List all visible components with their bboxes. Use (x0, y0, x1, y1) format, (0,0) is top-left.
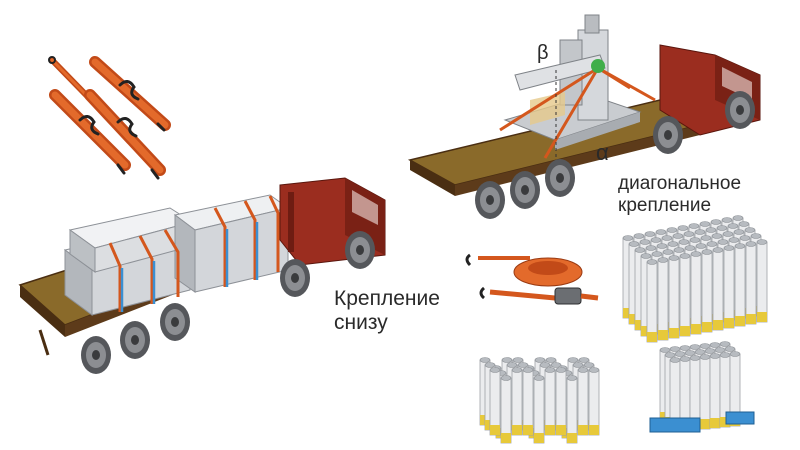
tube-icon (690, 251, 702, 335)
tube-bundle-large (622, 215, 768, 343)
tube-icon (745, 241, 757, 325)
bottom-label-line1: Крепление (334, 287, 440, 310)
tube-icon (712, 247, 724, 331)
tube-icon (544, 367, 556, 436)
support-beam-icon (649, 417, 701, 433)
tube-icon (577, 367, 589, 436)
strap-roll-icon (465, 253, 583, 287)
truck-diagonal-lashing (407, 14, 761, 219)
tube-icon (533, 375, 545, 444)
tube-icon (756, 239, 768, 323)
truck-bottom-lashing (18, 177, 386, 374)
tube-icon (489, 367, 501, 436)
ratchet-strap-icon (89, 56, 171, 132)
ratchet-strap-icon (49, 89, 131, 175)
tube-icon (734, 243, 746, 327)
tube-icon (657, 257, 669, 341)
tube-bundle-supported (649, 341, 755, 433)
tube-icon (566, 375, 578, 444)
bottom-lashing-label: Крепление снизу (334, 287, 474, 335)
tube-icon (699, 354, 711, 430)
angle-alpha-label: α (596, 140, 609, 165)
tube-icon (555, 367, 567, 436)
tube-icon (679, 253, 691, 337)
diagonal-label-line2: крепление (618, 194, 712, 216)
ratchet-hook-icon (479, 286, 599, 305)
tube-icon (723, 245, 735, 329)
tube-icon (588, 367, 600, 436)
bottom-label-line2: снизу (334, 311, 388, 335)
tube-bundle-wave (479, 357, 600, 444)
bottom-lashing-straps (108, 195, 280, 312)
tube-icon (511, 367, 523, 436)
angle-beta-label: β (537, 42, 549, 64)
ratchet-strap-icon (84, 89, 166, 180)
lifting-point-icon (591, 59, 605, 73)
tube-icon (522, 367, 534, 436)
diagonal-lashing-straps (499, 66, 656, 159)
tube-icon (668, 255, 680, 339)
tube-icon (500, 375, 512, 444)
ratchet-straps-loose (48, 56, 171, 180)
tube-icon (646, 259, 658, 343)
tube-icon (701, 249, 713, 333)
diagonal-label-line1: диагональное (618, 173, 742, 194)
tube-icon (709, 353, 721, 429)
diagonal-lashing-label: диагональное крепление (618, 173, 788, 217)
